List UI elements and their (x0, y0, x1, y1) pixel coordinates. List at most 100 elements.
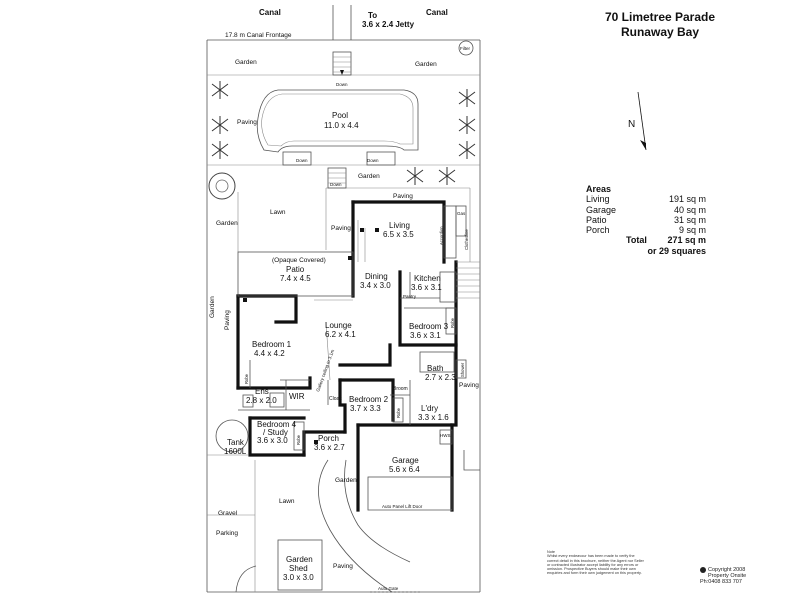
note-title: Note (547, 550, 556, 554)
driveway (207, 419, 480, 593)
label-bedroom3-size: 3.6 x 3.1 (410, 331, 441, 340)
label-hws: HWS (440, 433, 451, 438)
label-down-right: Down (367, 158, 379, 163)
label-gallery: Gallery ceiling to 3.1m (315, 349, 335, 393)
label-lawn-front: Lawn (279, 498, 295, 505)
copyright-line1: Copyright 2008 (708, 567, 746, 573)
label-tank: Tank (227, 438, 245, 447)
pool-filter (458, 40, 474, 56)
label-garden-top-left: Garden (235, 59, 257, 66)
label-garage-size: 5.6 x 6.4 (389, 465, 420, 474)
label-garden-left: Garden (216, 220, 238, 227)
label-paving-vertical: Paving (224, 310, 231, 330)
area-row: Garage 40 sq m (586, 205, 706, 215)
tree-icon-inner (215, 179, 229, 193)
label-down-mid: Down (330, 182, 342, 187)
pool-steps (282, 151, 396, 189)
label-jetty-to: To (368, 11, 377, 20)
label-auto-door: Auto Panel Lift Door (382, 504, 423, 509)
label-porch: Porch (318, 434, 339, 443)
label-auto-gate: Auto Gate (378, 586, 399, 591)
label-kitchen-size: 3.6 x 3.1 (411, 283, 442, 292)
label-down-top: Down (336, 82, 348, 87)
label-cloak: Cloak (329, 396, 342, 402)
label-accordion: Accordion (439, 226, 444, 245)
interior-details (237, 205, 480, 451)
label-ldry-size: 3.3 x 1.6 (418, 413, 449, 422)
label-dining-size: 3.4 x 3.0 (360, 281, 391, 290)
label-garden-front: Garden (335, 477, 357, 484)
north-label: N (628, 119, 635, 130)
note-text: Whilst every endeavour has been made to … (547, 554, 644, 576)
label-shed-size: 3.0 x 3.0 (283, 573, 314, 582)
label-jetty-size: 3.6 x 2.4 Jetty (362, 20, 415, 29)
label-lawn-top: Lawn (270, 209, 286, 216)
area-row-value: 191 sq m (668, 194, 706, 205)
label-robe-b3: Robe (450, 317, 455, 328)
label-garden-top-right: Garden (415, 61, 437, 68)
area-row: Porch 9 sq m (586, 225, 706, 235)
area-row-name: Garage (586, 204, 617, 215)
area-row-value: 40 sq m (673, 204, 706, 215)
label-gravel: Gravel (218, 510, 238, 517)
label-bath: Bath (427, 364, 443, 373)
label-lounge-size: 6.2 x 4.1 (325, 330, 356, 339)
areas-total-squares: or 29 squares (647, 245, 706, 256)
label-dining: Dining (365, 272, 388, 281)
palm-tree-icons (211, 81, 476, 185)
label-living-size: 6.5 x 3.5 (383, 230, 414, 239)
label-patio: Patio (286, 265, 305, 274)
label-paving-right: Paving (459, 382, 479, 389)
label-bath-size: 2.7 x 2.3 (425, 373, 456, 382)
label-patio-covered: (Opaque Covered) (272, 257, 326, 264)
label-garden-vertical: Garden (209, 296, 216, 318)
label-bedroom1-size: 4.4 x 4.2 (254, 349, 285, 358)
label-bedroom1: Bedroom 1 (252, 340, 292, 349)
label-robe-b4: Robe (296, 434, 301, 445)
area-row-name: Porch (586, 225, 610, 236)
label-pool-size: 11.0 x 4.4 (324, 121, 359, 130)
copyright-line3: Ph:0408 833 707 (700, 579, 742, 586)
area-row-name: Living (586, 194, 610, 205)
area-row: Living 191 sq m (586, 194, 706, 204)
labels: Canal Canal To 3.6 x 2.4 Jetty 17.8 m Ca… (209, 8, 479, 591)
label-bedroom4-size: 3.6 x 3.0 (257, 436, 288, 445)
label-living: Living (389, 221, 410, 230)
label-bedroom2: Bedroom 2 (349, 395, 389, 404)
label-canal-left: Canal (259, 8, 281, 17)
label-patio-size: 7.4 x 4.5 (280, 274, 311, 283)
label-bedroom4: Bedroom 4 (257, 420, 297, 429)
label-frontage: 17.8 m Canal Frontage (225, 32, 292, 39)
tree-icon (208, 172, 236, 200)
label-lounge: Lounge (325, 321, 352, 330)
areas-title: Areas (586, 184, 612, 194)
north-arrow-icon: N (628, 91, 647, 151)
area-row-value: 31 sq m (673, 214, 706, 225)
label-porch-size: 3.6 x 2.7 (314, 443, 345, 452)
property-title: 70 Limetree Parade Runaway Bay (560, 10, 760, 40)
label-paving-front: Paving (333, 563, 353, 570)
label-garden-shed-a: Garden (286, 555, 313, 564)
copyright-block: Copyright 2008 Property Onsite Ph:0408 8… (700, 567, 746, 586)
label-garden-mid: Garden (358, 173, 380, 180)
label-tank-size: 1600L (224, 447, 247, 456)
label-shower: Shower (460, 362, 465, 377)
label-garage: Garage (392, 456, 419, 465)
areas-total-label: Total (626, 235, 647, 246)
area-row-value: 9 sq m (678, 225, 706, 236)
label-clothesline: Clothesline (464, 229, 469, 250)
label-ldry: L'dry (421, 404, 438, 413)
label-shed: Shed (289, 564, 308, 573)
pool-inner (261, 93, 414, 147)
label-kitchen: Kitchen (414, 274, 441, 283)
copyright-icon (700, 567, 706, 574)
label-ens: Ens (255, 387, 269, 396)
label-paving-pool: Paving (237, 119, 257, 126)
suburb-line: Runaway Bay (620, 25, 700, 39)
address-line: 70 Limetree Parade (604, 10, 716, 24)
label-down-left: Down (296, 158, 308, 163)
label-ens-size: 2.8 x 2.0 (246, 396, 277, 405)
label-canal-right: Canal (426, 8, 448, 17)
